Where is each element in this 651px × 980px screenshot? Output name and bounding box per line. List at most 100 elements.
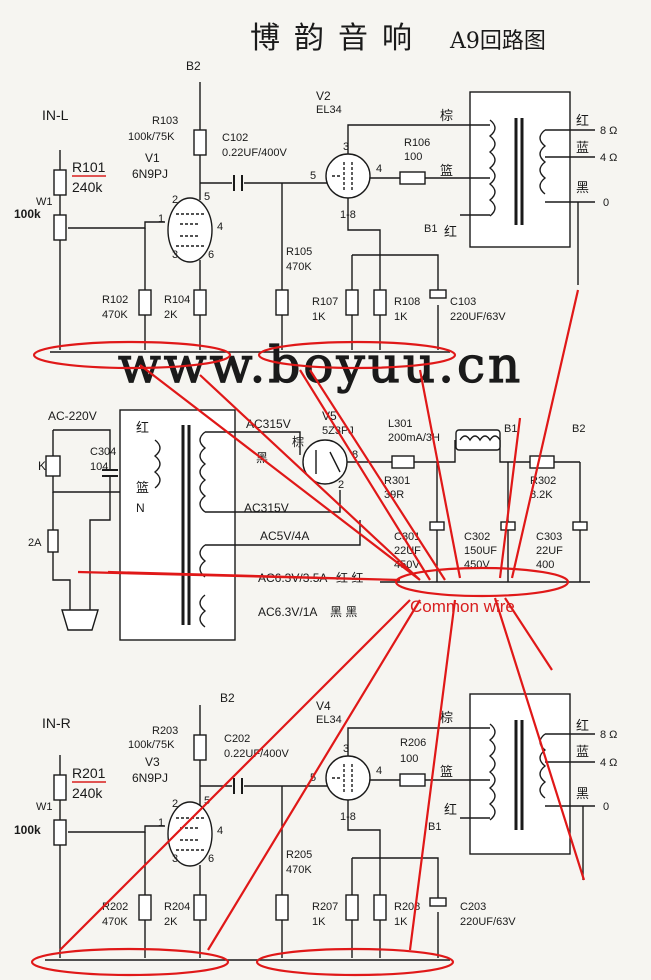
v1-pin6: 6 [208, 249, 214, 261]
power-supply: AC-220V K C304 104 2A 红 篮 N AC315V AC315… [28, 409, 590, 641]
input-label-left: IN-L [42, 107, 69, 123]
c304-value: 104 [90, 461, 108, 473]
v3-pin2: 2 [172, 798, 178, 810]
r205-label: R205 [286, 849, 312, 861]
v5-pin2: 2 [338, 479, 344, 491]
c102-value: 0.22UF/400V [222, 147, 287, 159]
v4-type: EL34 [316, 714, 342, 726]
b2-ps-label: B2 [572, 423, 585, 435]
capacitor-c103 [429, 289, 447, 299]
resistor-r207 [345, 894, 359, 921]
c302-label: C302 [464, 531, 490, 543]
resistor-r301 [391, 455, 415, 469]
l301-value: 200mA/3H [388, 432, 440, 444]
v3-pin6: 6 [208, 853, 214, 865]
v4-pin3: 3 [343, 743, 349, 755]
ac315-lower-label: AC315V [244, 501, 289, 515]
r103-label: R103 [152, 115, 178, 127]
tap-8ohm-right: 8 Ω [600, 729, 617, 741]
r301-label: R301 [384, 475, 410, 487]
left-channel: IN-L B2 R101 240k W1 100k R103 100k/75K … [14, 59, 617, 353]
resistor-r103 [193, 129, 207, 156]
out-blue-right: 蓝 [576, 744, 589, 759]
v1-pin4: 4 [217, 221, 223, 233]
c303-label: C303 [536, 531, 562, 543]
v3-pin4: 4 [217, 825, 223, 837]
w1-right-value: 100k [14, 823, 41, 837]
w1-value: 100k [14, 207, 41, 221]
r107-label: R107 [312, 296, 338, 308]
r201-label: R201 [72, 765, 106, 781]
r208-label: R208 [394, 901, 420, 913]
c102-label: C102 [222, 132, 248, 144]
switch-k-label: K [38, 459, 46, 473]
tap-4ohm-right: 4 Ω [600, 757, 617, 769]
r106-value: 100 [404, 151, 422, 163]
ac63-upper-colors: 红 红 [336, 570, 363, 585]
resistor-r108 [373, 289, 387, 316]
resistor-r208 [373, 894, 387, 921]
v2-pin3: 3 [343, 141, 349, 153]
r204-label: R204 [164, 901, 190, 913]
v5-pin8: 8 [352, 449, 358, 461]
c103-value: 220UF/63V [450, 311, 506, 323]
r302-label: R302 [530, 475, 556, 487]
page-subtitle: A9回路图 [449, 29, 546, 54]
out-black-left: 黑 [576, 180, 589, 195]
b1-ps-label: B1 [504, 423, 517, 435]
fuse-2a [47, 529, 59, 553]
power-transformer [119, 409, 236, 641]
resistor-r202 [138, 894, 152, 921]
resistor-r106 [399, 171, 426, 185]
r106-label: R106 [404, 137, 430, 149]
c303-value-b: 400 [536, 559, 554, 571]
r208-value: 1K [394, 916, 408, 928]
r207-value: 1K [312, 916, 326, 928]
resistor-r105 [275, 289, 289, 316]
r105-label: R105 [286, 246, 312, 258]
resistor-r205 [275, 894, 289, 921]
ground-ellipse-left-b [257, 340, 457, 370]
lead-red-left: 红 [444, 224, 457, 239]
c203-value: 220UF/63V [460, 916, 516, 928]
resistor-r203 [193, 734, 207, 761]
r108-label: R108 [394, 296, 420, 308]
v1-label: V1 [145, 151, 160, 165]
fuse-label: 2A [28, 537, 42, 549]
lead-brown-left: 棕 [440, 108, 453, 123]
v1-type: 6N9PJ [132, 167, 168, 181]
c203-label: C203 [460, 901, 486, 913]
c202-label: C202 [224, 733, 250, 745]
r108-value: 1K [394, 311, 408, 323]
resistor-r102 [138, 289, 152, 316]
input-label-right: IN-R [42, 715, 71, 731]
ac63-lower-label: AC6.3V/1A [258, 605, 317, 619]
r302-value: 8.2K [530, 489, 553, 501]
resistor-r204 [193, 894, 207, 921]
tap-8ohm-left: 8 Ω [600, 125, 617, 137]
ac-input-label: AC-220V [48, 409, 97, 423]
r202-value: 470K [102, 916, 128, 928]
tap-0-left: 0 [603, 197, 609, 209]
v4-label: V4 [316, 699, 331, 713]
r203-value: 100k/75K [128, 739, 175, 751]
r104-value: 2K [164, 309, 178, 321]
v2-pin4: 4 [376, 163, 382, 175]
v3-label: V3 [145, 755, 160, 769]
v3-pin1: 1 [158, 817, 164, 829]
r202-label: R202 [102, 901, 128, 913]
w1-right-label: W1 [36, 801, 53, 813]
r102-value: 470K [102, 309, 128, 321]
lead-blue-right: 篮 [440, 764, 453, 779]
out-red-right: 红 [576, 718, 589, 733]
c301-value-a: 22UF [394, 545, 421, 557]
c103-label: C103 [450, 296, 476, 308]
lead-brown-right: 棕 [440, 710, 453, 725]
r101-value: 240k [72, 179, 103, 195]
tap-0-right: 0 [603, 801, 609, 813]
r104-label: R104 [164, 294, 190, 306]
potentiometer-w1 [53, 214, 67, 241]
v1-pin1: 1 [158, 213, 164, 225]
